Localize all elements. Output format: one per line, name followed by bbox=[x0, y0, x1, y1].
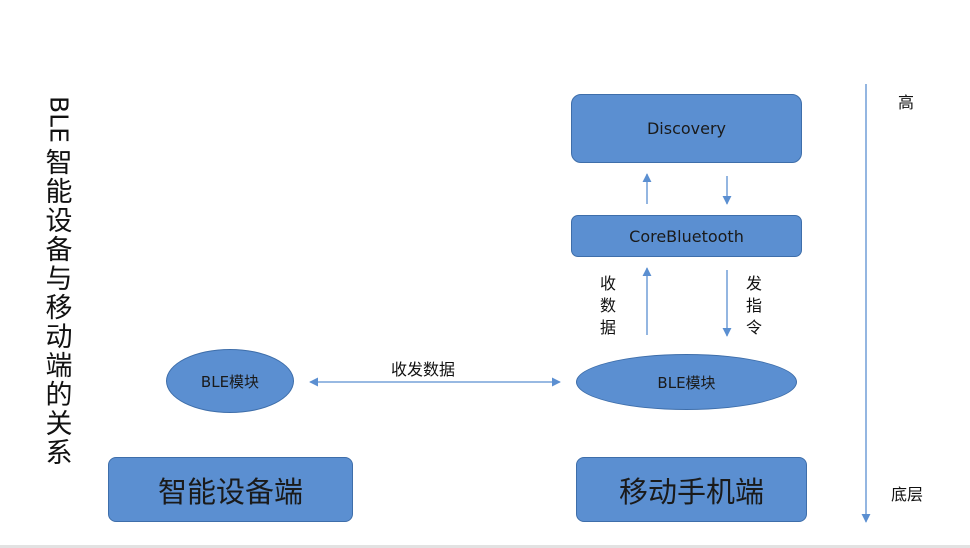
title-char: 备 bbox=[45, 234, 73, 266]
corebluetooth-label: CoreBluetooth bbox=[629, 226, 744, 246]
title-char: 能 bbox=[45, 176, 73, 208]
discovery-label: Discovery bbox=[646, 119, 727, 138]
title-char: 的 bbox=[45, 379, 73, 411]
title-char: 与 bbox=[45, 263, 73, 295]
receive-data-label: 收数据 bbox=[599, 274, 616, 337]
title-latin: BLE bbox=[44, 96, 74, 143]
mobile-ble-module-node: BLE模块 bbox=[576, 354, 797, 410]
mobile-phone-label: 移动手机端 bbox=[618, 474, 764, 509]
mobile-phone-node: 移动手机端 bbox=[576, 457, 807, 522]
smart-device-label: 智能设备端 bbox=[157, 474, 303, 509]
title-char: 系 bbox=[45, 437, 73, 469]
title-char: 动 bbox=[45, 321, 73, 353]
mobile-ble-module-label: BLE模块 bbox=[657, 373, 716, 392]
title-char: 智 bbox=[45, 147, 73, 179]
device-ble-module-node: BLE模块 bbox=[166, 349, 294, 413]
send-receive-data-label: 收发数据 bbox=[391, 360, 456, 379]
smart-device-node: 智能设备端 bbox=[108, 457, 353, 522]
bottom-divider bbox=[0, 545, 970, 548]
axis-high-label: 高 bbox=[898, 93, 915, 112]
axis-low-label: 底层 bbox=[891, 485, 924, 504]
discovery-node: Discovery bbox=[571, 94, 802, 163]
title-char: 设 bbox=[45, 205, 73, 237]
corebluetooth-node: CoreBluetooth bbox=[571, 215, 802, 257]
diagram-title: BLE 智 能 设 备 与 移 动 端 的 关 系 bbox=[44, 96, 74, 468]
title-char: 端 bbox=[45, 350, 73, 382]
device-ble-module-label: BLE模块 bbox=[200, 372, 260, 391]
title-char: 关 bbox=[45, 408, 73, 440]
send-command-label: 发指令 bbox=[745, 274, 762, 337]
title-char: 移 bbox=[45, 292, 73, 324]
